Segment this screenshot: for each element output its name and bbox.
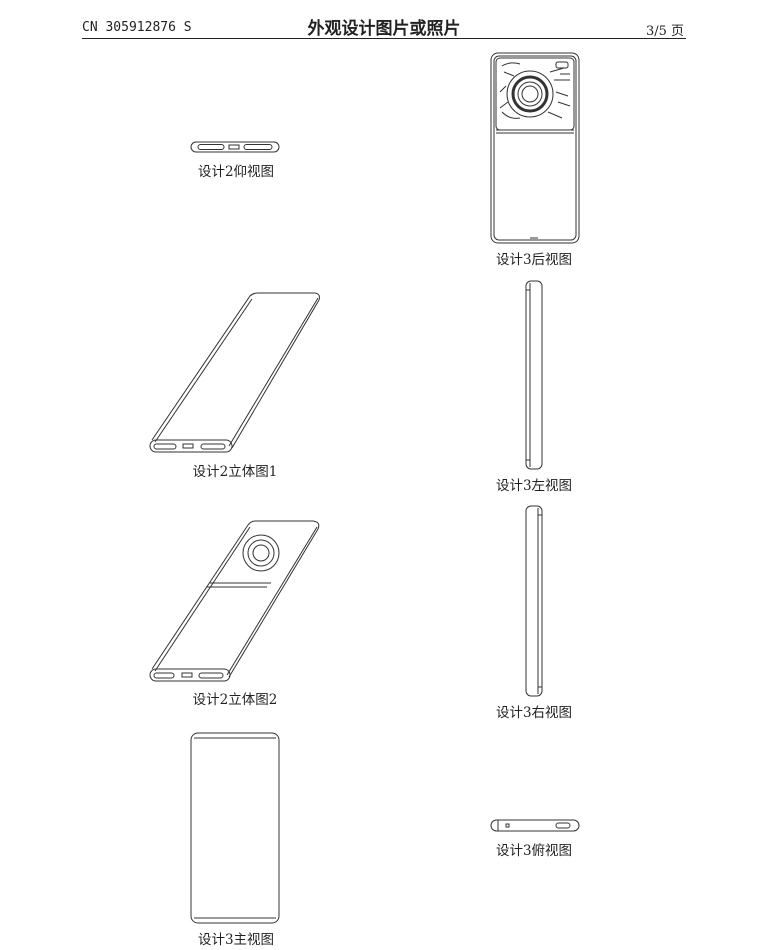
caption-d2-perspective-1: 设计2立体图1 — [192, 464, 278, 480]
drawing-d3-left-view — [525, 280, 543, 470]
caption-d3-left-view: 设计3左视图 — [495, 478, 573, 494]
caption-d2-bottom-view: 设计2仰视图 — [197, 164, 275, 180]
header-rule — [82, 38, 686, 39]
caption-d3-rear-view: 设计3后视图 — [495, 252, 573, 268]
page-number: 3/5 页 — [645, 24, 684, 39]
caption-d3-front-view: 设计3主视图 — [197, 932, 275, 948]
drawing-d2-perspective-1 — [149, 292, 320, 453]
document-number: CN 305912876 S — [82, 20, 192, 35]
caption-d2-perspective-2: 设计2立体图2 — [192, 692, 278, 708]
drawing-d3-top-view — [490, 819, 580, 832]
drawing-d2-perspective-2 — [149, 520, 320, 682]
caption-d3-right-view: 设计3右视图 — [495, 705, 573, 721]
drawing-d3-right-view — [525, 505, 543, 697]
caption-d3-top-view: 设计3俯视图 — [495, 843, 573, 859]
drawing-d2-bottom-view — [190, 141, 280, 153]
page-title: 外观设计图片或照片 — [307, 19, 461, 39]
drawing-d3-rear-view — [490, 52, 580, 244]
drawing-d3-front-view — [190, 732, 280, 924]
